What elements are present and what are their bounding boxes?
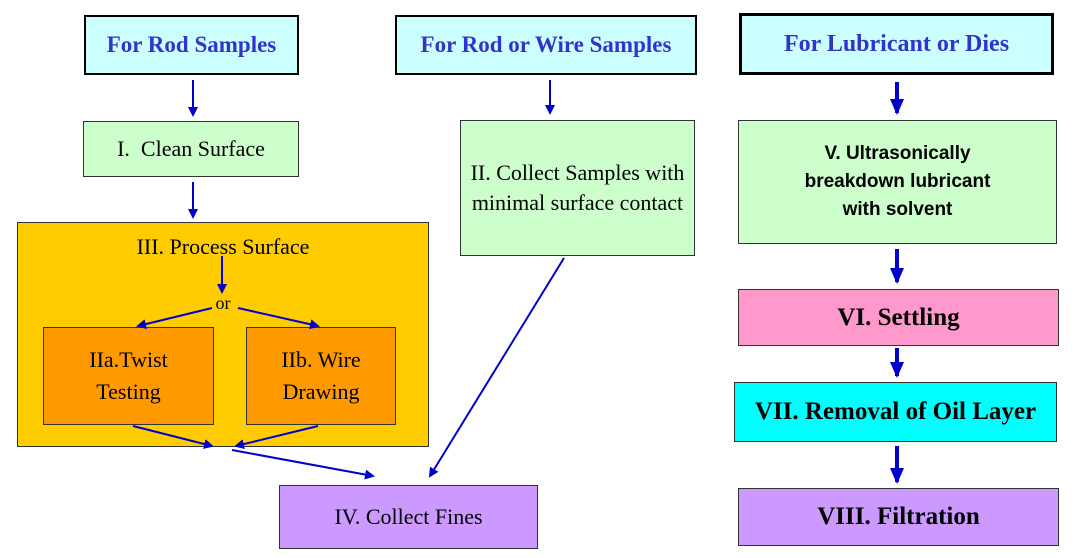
step-iia-twist-testing: IIa.Twist Testing bbox=[43, 327, 214, 425]
step-vi-settling: VI. Settling bbox=[738, 289, 1059, 346]
arrow-or-to-wire bbox=[237, 307, 320, 330]
step-i-label: I. Clean Surface bbox=[117, 136, 265, 161]
step-iia-label: IIa.Twist Testing bbox=[89, 347, 168, 404]
header-rod-samples-label: For Rod Samples bbox=[106, 32, 277, 57]
header-rod-samples: For Rod Samples bbox=[84, 15, 299, 75]
step-ii-collect-samples: II. Collect Samples with minimal surface… bbox=[460, 120, 695, 256]
step-iii-label: III. Process Surface bbox=[136, 234, 310, 259]
step-vii-removal-oil-layer: VII. Removal of Oil Layer bbox=[734, 382, 1057, 442]
header-rod-or-wire-samples: For Rod or Wire Samples bbox=[395, 15, 697, 75]
header-rod-or-wire-label: For Rod or Wire Samples bbox=[420, 32, 672, 57]
step-iv-label: IV. Collect Fines bbox=[334, 504, 483, 529]
arrow-collect-to-fines bbox=[428, 257, 565, 478]
step-viii-filtration: VIII. Filtration bbox=[738, 488, 1059, 546]
arrow-wire-merge bbox=[234, 425, 319, 449]
step-i-clean-surface: I. Clean Surface bbox=[83, 121, 299, 177]
header-lubricant-or-dies: For Lubricant or Dies bbox=[739, 13, 1054, 75]
arrow-twist-merge bbox=[132, 425, 214, 449]
step-iib-label: IIb. Wire Drawing bbox=[281, 347, 361, 404]
header-lubricant-label: For Lubricant or Dies bbox=[783, 30, 1010, 57]
arrow-merge-to-fines bbox=[231, 449, 375, 480]
step-iv-collect-fines: IV. Collect Fines bbox=[279, 485, 538, 549]
step-ii-label: II. Collect Samples with minimal surface… bbox=[470, 160, 685, 215]
or-label: or bbox=[215, 293, 231, 313]
step-iib-wire-drawing: IIb. Wire Drawing bbox=[246, 327, 396, 425]
step-v-label: V. Ultrasonically breakdown lubricant wi… bbox=[804, 143, 991, 220]
step-vi-label: VI. Settling bbox=[837, 303, 960, 331]
step-v-ultrasonic-breakdown: V. Ultrasonically breakdown lubricant wi… bbox=[738, 120, 1057, 244]
arrow-or-to-twist bbox=[136, 307, 213, 329]
step-viii-label: VIII. Filtration bbox=[817, 503, 980, 530]
step-vii-label: VII. Removal of Oil Layer bbox=[754, 398, 1037, 425]
